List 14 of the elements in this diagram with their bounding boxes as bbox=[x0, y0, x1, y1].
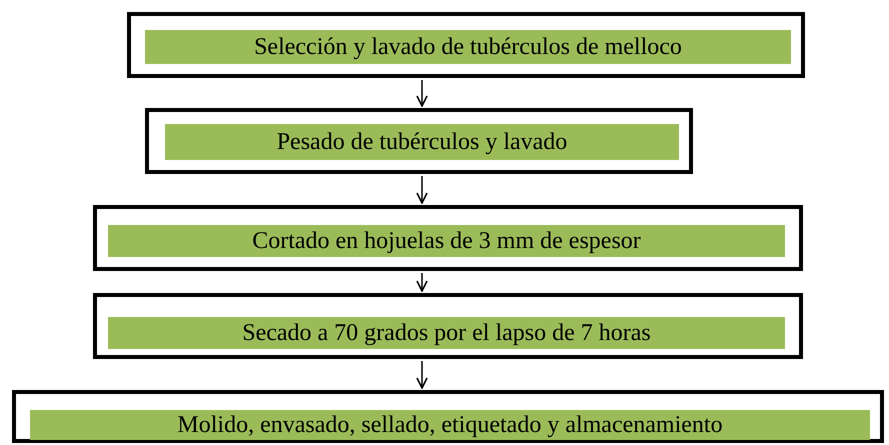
arrow bbox=[416, 176, 428, 204]
step-text: Cortado en hojuelas de 3 mm de espesor bbox=[252, 229, 641, 253]
process-box bbox=[93, 293, 803, 359]
arrow bbox=[416, 361, 428, 389]
process-box bbox=[145, 108, 693, 174]
arrow bbox=[416, 273, 428, 292]
step-text: Selección y lavado de tubérculos de melloco bbox=[254, 35, 682, 59]
step-text: Molido, envasado, sellado, etiquetado y almacenamiento bbox=[177, 413, 723, 437]
step-text: Pesado de tubérculos y lavado bbox=[276, 130, 568, 154]
process-box bbox=[12, 390, 884, 443]
step-text: Secado a 70 grados por el lapso de 7 horas bbox=[242, 321, 651, 345]
arrow bbox=[416, 80, 428, 107]
process-box bbox=[127, 12, 805, 78]
process-box bbox=[93, 205, 803, 271]
